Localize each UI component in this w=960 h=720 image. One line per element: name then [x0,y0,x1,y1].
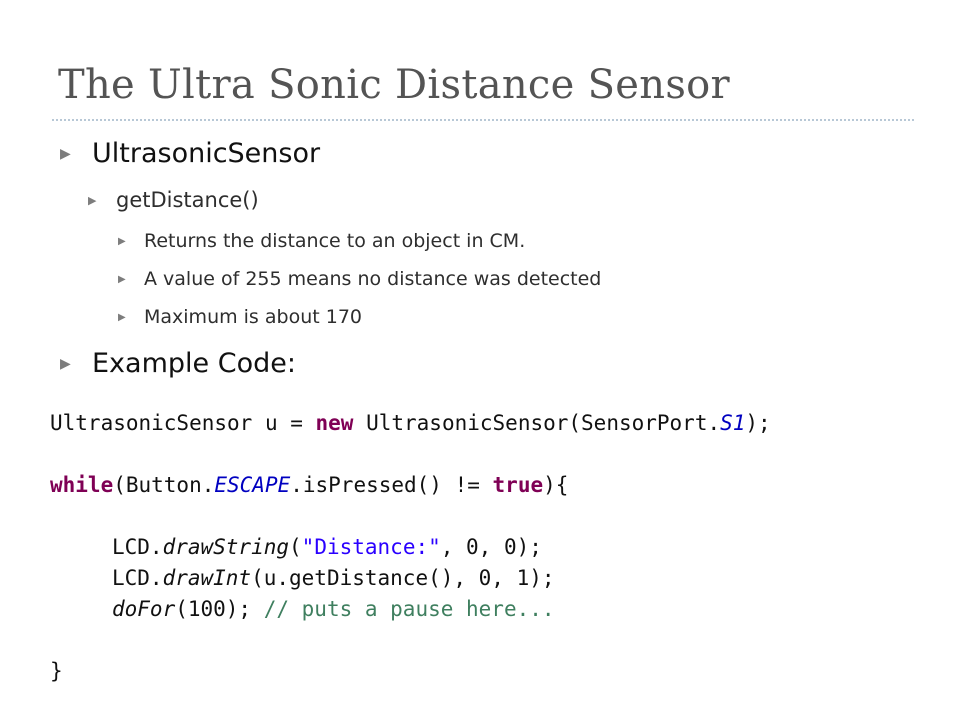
code-static-field: ESCAPE [214,473,291,497]
code-line-5: doFor(100); // puts a pause here... [50,594,771,625]
bullet-text: Maximum is about 170 [144,306,362,328]
bullet-maximum: ▶ Maximum is about 170 [118,306,362,328]
code-token: } [50,659,63,683]
code-token: , 0, 0); [440,535,542,559]
code-string: "Distance:" [301,535,441,559]
triangle-right-icon: ▶ [118,235,126,247]
triangle-right-icon: ▶ [60,355,71,372]
title-divider [52,119,914,121]
code-token: ){ [543,473,569,497]
code-blank-line [50,439,771,470]
bullet-ultrasonic-sensor: ▶ UltrasonicSensor [60,138,320,169]
code-token: ( [289,535,302,559]
code-line-1: UltrasonicSensor u = new UltrasonicSenso… [50,408,771,439]
code-line-2: while(Button.ESCAPE.isPressed() != true)… [50,470,771,501]
code-blank-line [50,625,771,656]
code-line-6: } [50,656,771,687]
bullet-value-255: ▶ A value of 255 means no distance was d… [118,268,601,290]
bullet-get-distance: ▶ getDistance() [88,188,259,212]
bullet-text: getDistance() [116,188,259,212]
bullet-text: A value of 255 means no distance was det… [144,268,602,290]
code-token: ); [745,411,771,435]
code-keyword: new [315,411,354,435]
code-token: (Button. [113,473,215,497]
code-method: doFor [112,597,176,621]
bullet-text: Example Code: [92,348,296,379]
code-method: drawInt [162,566,252,590]
code-comment: // puts a pause here... [263,597,555,621]
bullet-text: UltrasonicSensor [92,138,321,169]
code-token: (u.getDistance(), 0, 1); [251,566,555,590]
code-token: LCD. [112,535,163,559]
code-keyword: true [492,473,544,497]
code-token: u = [252,411,316,435]
code-blank-line [50,501,771,532]
code-block: UltrasonicSensor u = new UltrasonicSenso… [50,408,771,687]
code-line-3: LCD.drawString("Distance:", 0, 0); [50,532,771,563]
slide-title: The Ultra Sonic Distance Sensor [58,62,730,108]
triangle-right-icon: ▶ [60,145,71,162]
bullet-example-code: ▶ Example Code: [60,348,296,379]
triangle-right-icon: ▶ [118,311,126,323]
triangle-right-icon: ▶ [88,193,97,207]
code-token: LCD. [112,566,163,590]
bullet-returns: ▶ Returns the distance to an object in C… [118,230,525,252]
code-method: drawString [162,535,290,559]
code-static-field: S1 [720,411,746,435]
code-keyword: while [50,473,114,497]
code-token: .isPressed() != [290,473,493,497]
bullet-text: Returns the distance to an object in CM. [144,230,526,252]
code-line-4: LCD.drawInt(u.getDistance(), 0, 1); [50,563,771,594]
code-token: UltrasonicSensor [50,411,253,435]
code-token: (100); [175,597,264,621]
triangle-right-icon: ▶ [118,273,126,285]
code-token: UltrasonicSensor(SensorPort. [353,411,721,435]
